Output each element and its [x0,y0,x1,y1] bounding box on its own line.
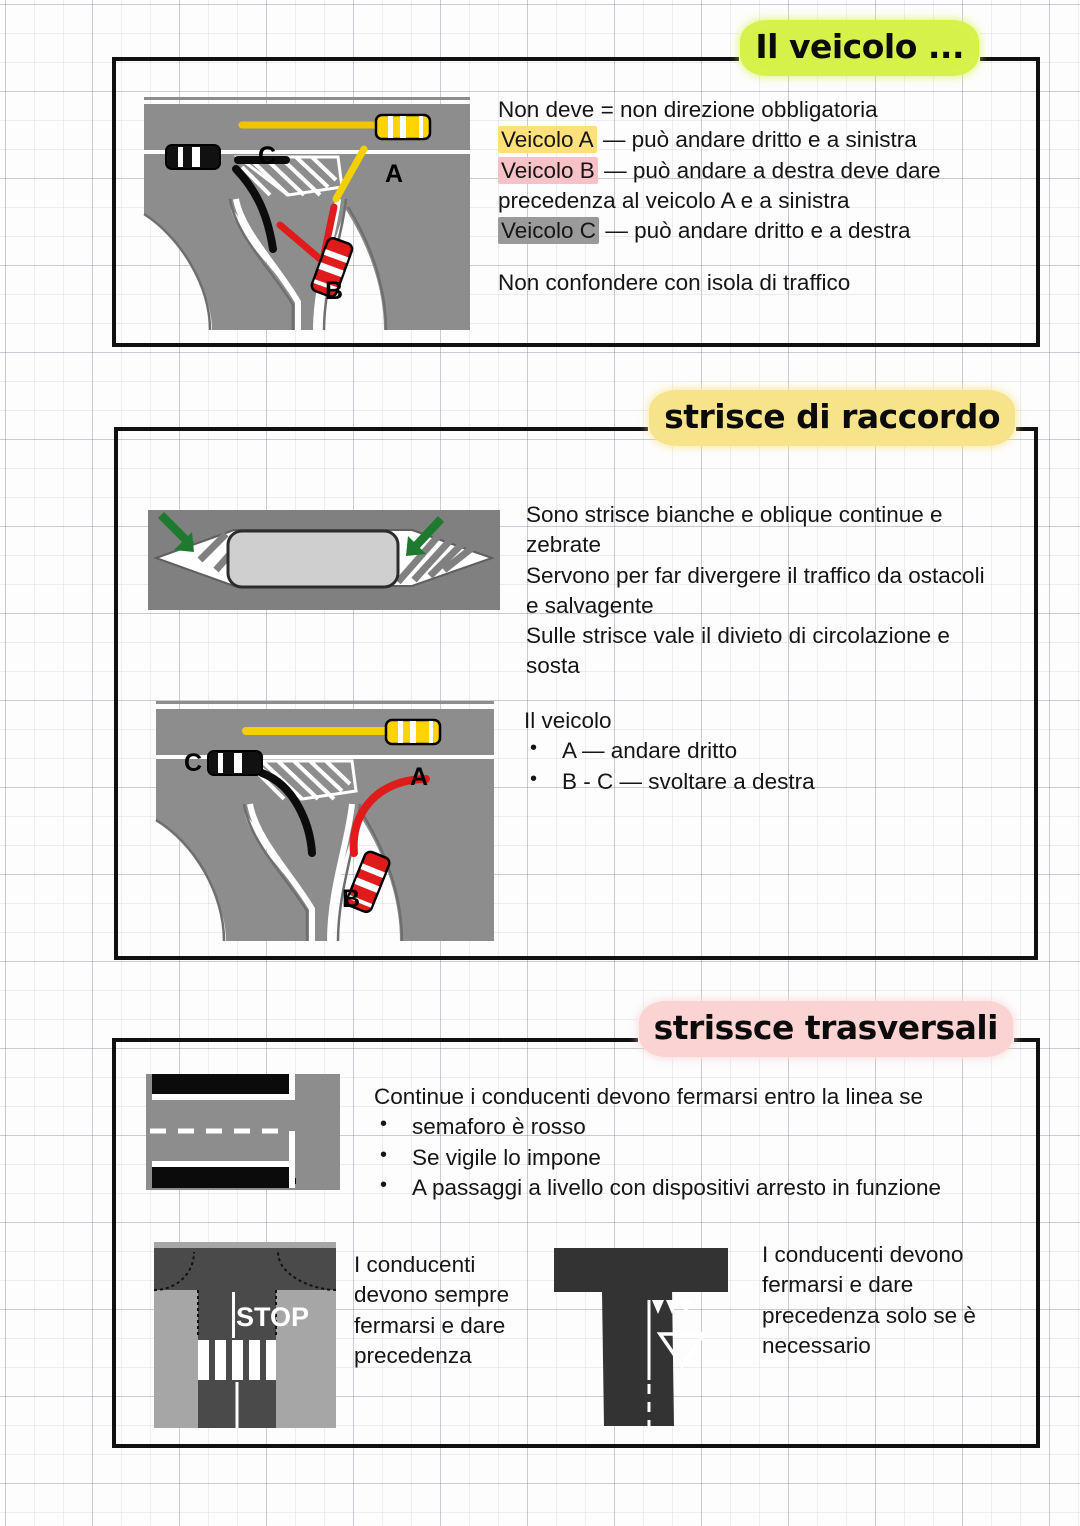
stop-caption-line-3: fermarsi e dare [354,1312,506,1338]
car-b [345,850,391,914]
line-veicolo-b: Veicolo B — può andare a destra deve dar… [498,156,1018,186]
stop-caption-line-2: devono sempre [354,1282,510,1308]
line-veicolo-a-rest: — può andare dritto e a sinistra [596,127,917,153]
mark-veicolo-b: Veicolo B [498,156,598,184]
car-c [207,750,263,776]
line-non-deve: Non deve = non direzione obbligatoria [498,97,878,122]
diagram-junction-connecting-stripes: C A B [154,693,494,941]
p2-line-6: sosta [526,653,580,679]
arrow-right [406,516,444,556]
diagram-traffic-island [148,510,500,610]
giveway-caption-line-1: I conducenti devono [762,1242,964,1267]
section-1-title-text: Il veicolo ... [745,25,974,71]
line-veicolo-c: Veicolo C — può andare dritto e a destra [498,216,1018,246]
mark-veicolo-c: Veicolo C [498,217,600,244]
p2-line-2: zebrate [526,532,602,558]
line-veicolo-b-rest: — può andare a destra deve dare [597,157,941,183]
p2-line-5: Sulle strisce vale il divieto di circola… [526,623,950,648]
section-1-title: Il veicolo ... [739,25,980,71]
p2-heading-il-veicolo: Il veicolo [524,708,612,733]
mark-veicolo-a: Veicolo A [498,126,597,154]
section-2-paragraph-2: Il veicolo A — andare dritto B - C — svo… [524,706,974,797]
give-way-caption: I conducenti devono fermarsi e dare prec… [762,1240,1022,1361]
line-veicolo-a: Veicolo A — può andare dritto e a sinist… [498,125,1018,155]
p2-line-1: Sono strisce bianche e oblique continue … [526,502,943,527]
list-item: A — andare dritto [524,735,974,766]
car-a [384,718,442,746]
line-veicolo-c-rest: — può andare dritto e a destra [599,218,911,243]
section-3-text: Continue i conducenti devono fermarsi en… [374,1082,1014,1203]
giveway-caption-line-3: precedenza solo se è [762,1302,976,1328]
section-2-bullet-list: A — andare dritto B - C — svoltare a des… [524,735,974,797]
p2-line-3: Servono per far divergere il traffico da… [526,562,985,588]
section-il-veicolo: Il veicolo ... [112,25,1040,347]
p2-line-4: e salvagente [526,592,654,618]
section-3-bullet-list: semaforo è rosso Se vigile lo impone A p… [374,1111,1014,1203]
list-item: B - C — svoltare a destra [524,765,974,797]
label-c: C [258,142,276,170]
diagram-stop-line-junction: STOP [154,1242,336,1428]
section-1-text: Non deve = non direzione obbligatoria Ve… [498,95,1018,299]
spacer [498,246,1018,268]
diagram-junction-no-obligatory-direction: C A B [138,87,470,330]
label-a: A [410,763,428,791]
line-non-confondere: Non confondere con isola di traffico [498,270,851,296]
stop-caption: I conducenti devono sempre fermarsi e da… [354,1250,554,1371]
giveway-caption-line-2: fermarsi e dare [762,1272,914,1298]
section-2-paragraph-1: Sono strisce bianche e oblique continue … [526,500,1046,682]
diagram-continuous-stop-line [146,1070,340,1192]
p3-intro: Continue i conducenti devono fermarsi en… [374,1084,924,1109]
section-strisce-di-raccordo: strisce di raccordo [114,395,1038,960]
car-a [374,113,432,141]
section-3-title: strissce trasversali [637,1006,1014,1052]
list-item: Se vigile lo impone [374,1141,1014,1173]
list-item: A passaggi a livello con dispositivi arr… [374,1172,1014,1203]
section-2-title-text: strisce di raccordo [654,395,1010,441]
label-c: C [184,749,202,777]
list-item: semaforo è rosso [374,1111,1014,1142]
arrow-left [158,512,194,552]
giveway-caption-line-4: necessario [762,1332,871,1358]
section-strissce-trasversali: strissce trasversali Continue i conducen… [112,1006,1040,1448]
car-b [310,237,354,298]
stop-road-marking: STOP [236,1302,309,1332]
label-b: B [342,885,360,913]
label-b: B [325,277,343,305]
line-precedenza: precedenza al veicolo A e a sinistra [498,187,850,213]
diagram-give-way-junction [548,1240,734,1426]
section-3-title-text: strissce trasversali [643,1006,1008,1052]
car-c [165,144,221,170]
section-2-title: strisce di raccordo [648,395,1016,441]
stop-caption-line-4: precedenza [354,1342,472,1368]
stop-caption-line-1: I conducenti [354,1252,476,1277]
label-a: A [385,160,403,188]
